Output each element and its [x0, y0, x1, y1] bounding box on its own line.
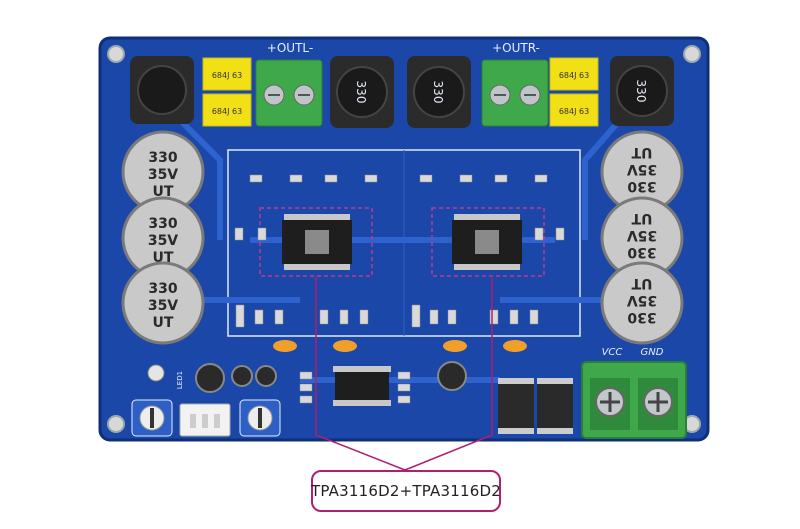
chip-callout-box: TPA3116D2+TPA3116D2 [311, 470, 501, 512]
electrolytic-cap-left-2: 330 35V UT [121, 196, 205, 280]
diode-d5 [498, 378, 534, 434]
svg-text:UT: UT [153, 184, 174, 200]
film-capacitor-4: 684J 63 [549, 93, 599, 127]
svg-text:35V: 35V [627, 227, 657, 243]
electrolytic-cap-right-1: 330 35V UT [600, 130, 684, 214]
electrolytic-cap-left-1: 330 35V UT [121, 130, 205, 214]
inductor-2: 330 [330, 56, 394, 128]
svg-text:UT: UT [153, 315, 174, 331]
silk-out-right: +OUTR- [492, 41, 540, 55]
svg-text:684J 63: 684J 63 [212, 71, 242, 80]
inductor-2-label: 330 [354, 81, 368, 104]
svg-text:684J 63: 684J 63 [559, 107, 589, 116]
inductor-4: 330 [610, 56, 674, 126]
electrolytic-cap-right-2: 330 35V UT [600, 196, 684, 280]
film-capacitor-1: 684J 63 [202, 57, 252, 91]
film-capacitor-2: 684J 63 [202, 93, 252, 127]
potentiometer-right [239, 399, 281, 437]
svg-text:35V: 35V [148, 233, 178, 249]
amplifier-ic-right [452, 220, 522, 264]
svg-text:330: 330 [627, 309, 656, 325]
svg-text:330: 330 [148, 281, 177, 297]
silk-gnd: GND [641, 347, 664, 358]
silk-led: LED1 [176, 371, 184, 389]
silk-vcc: VCC [602, 347, 623, 358]
svg-text:35V: 35V [627, 161, 657, 177]
inductor-4-label: 330 [634, 80, 648, 103]
svg-text:330: 330 [627, 178, 656, 194]
audio-input-connector [179, 403, 231, 437]
svg-text:330: 330 [148, 150, 177, 166]
chip-callout-text: TPA3116D2+TPA3116D2 [311, 482, 501, 500]
power-terminal [581, 361, 687, 439]
potentiometer-left [131, 399, 173, 437]
inductor-3: 330 [407, 56, 471, 128]
terminal-out-left [255, 59, 323, 127]
terminal-out-right [481, 59, 549, 127]
inductor-1 [130, 56, 194, 124]
svg-text:35V: 35V [148, 298, 178, 314]
amplifier-ic-left [282, 220, 352, 264]
svg-text:UT: UT [631, 210, 652, 226]
svg-text:330: 330 [627, 244, 656, 260]
svg-text:684J 63: 684J 63 [212, 107, 242, 116]
electrolytic-cap-right-3: 330 35V UT [600, 261, 684, 345]
film-capacitor-3: 684J 63 [549, 57, 599, 91]
electrolytic-cap-left-3: 330 35V UT [121, 261, 205, 345]
svg-text:330: 330 [148, 216, 177, 232]
diode-d4 [537, 378, 573, 434]
svg-text:35V: 35V [148, 167, 178, 183]
callout-leader-lines [315, 276, 493, 471]
silk-out-left: +OUTL- [267, 41, 313, 55]
preamp-ic [333, 366, 391, 406]
svg-text:684J 63: 684J 63 [559, 71, 589, 80]
svg-text:UT: UT [631, 144, 652, 160]
svg-text:35V: 35V [627, 292, 657, 308]
inductor-3-label: 330 [431, 81, 445, 104]
svg-text:UT: UT [631, 275, 652, 291]
